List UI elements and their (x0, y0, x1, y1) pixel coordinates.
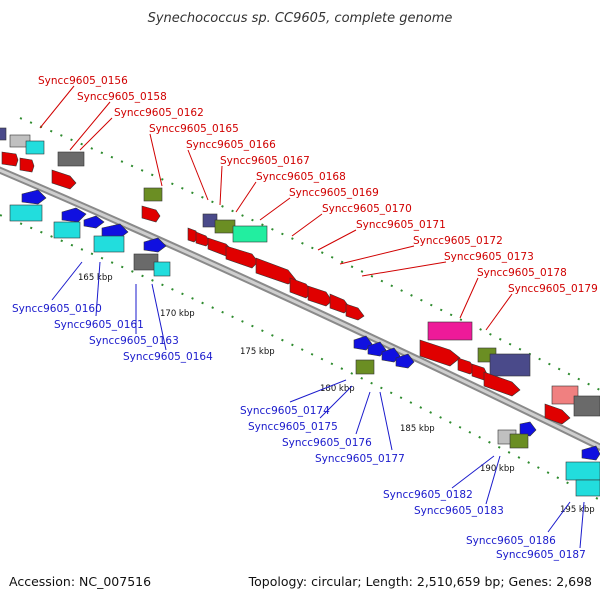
scale-tick-label: 170 kbp (160, 309, 195, 319)
gene-feature (21, 189, 47, 205)
gene-feature (93, 235, 125, 253)
gene-feature (581, 445, 600, 461)
gene-feature (565, 461, 600, 481)
gene-feature (9, 204, 43, 222)
gene-feature (51, 169, 77, 190)
reverse-gene-labels (51, 261, 585, 549)
gene-feature (427, 321, 473, 341)
forward-gene-label: Syncc9605_0162 (114, 107, 204, 119)
reverse-gene-label: Syncc9605_0177 (315, 453, 405, 465)
gene-feature (551, 385, 579, 405)
reverse-gene-label: Syncc9605_0175 (248, 421, 338, 433)
scale-tick-label: 185 kbp (400, 424, 435, 434)
forward-gene-label: Syncc9605_0173 (444, 251, 534, 263)
gene-feature (141, 205, 161, 223)
forward-gene-label: Syncc9605_0171 (356, 219, 446, 231)
forward-strand-genes (0, 127, 600, 425)
forward-gene-label: Syncc9605_0178 (477, 267, 567, 279)
gene-feature (519, 421, 537, 437)
forward-gene-label: Syncc9605_0166 (186, 139, 276, 151)
scale-tick-label: 190 kbp (480, 464, 515, 474)
gene-feature (395, 353, 415, 369)
scale-ticks: 165 kbp 170 kbp 175 kbp 180 kbp 185 kbp … (78, 273, 595, 515)
forward-gene-label: Syncc9605_0172 (413, 235, 503, 247)
reverse-gene-label: Syncc9605_0187 (496, 549, 586, 561)
gene-feature (143, 187, 163, 202)
gene-feature (61, 207, 87, 223)
forward-gene-label: Syncc9605_0170 (322, 203, 412, 215)
gene-feature (83, 215, 105, 229)
gene-feature (225, 245, 259, 269)
gene-feature (573, 395, 600, 417)
genome-stats-text: Topology: circular; Length: 2,510,659 bp… (248, 574, 592, 589)
forward-gene-label: Syncc9605_0156 (38, 75, 128, 87)
gene-feature (419, 339, 461, 367)
gene-feature (25, 140, 45, 155)
scale-tick-label: 175 kbp (240, 347, 275, 357)
gene-feature (483, 371, 521, 397)
reverse-gene-label: Syncc9605_0161 (54, 319, 144, 331)
reverse-gene-label: Syncc9605_0183 (414, 505, 504, 517)
gene-feature (53, 221, 81, 239)
gene-feature (489, 353, 531, 377)
scale-tick-label: 180 kbp (320, 384, 355, 394)
forward-gene-label: Syncc9605_0168 (256, 171, 346, 183)
gene-feature (355, 359, 375, 375)
reverse-gene-label: Syncc9605_0160 (12, 303, 102, 315)
genome-backbone (0, 166, 600, 451)
forward-gene-labels (39, 85, 513, 331)
gene-feature (1, 151, 19, 167)
gene-feature (509, 433, 529, 449)
gene-feature (143, 237, 167, 253)
forward-gene-label: Syncc9605_0169 (289, 187, 379, 199)
reverse-gene-label: Syncc9605_0174 (240, 405, 330, 417)
reverse-gene-label: Syncc9605_0182 (383, 489, 473, 501)
scale-tick-label: 195 kbp (560, 505, 595, 515)
forward-gene-label: Syncc9605_0158 (77, 91, 167, 103)
forward-gene-label: Syncc9605_0167 (220, 155, 310, 167)
gene-feature (345, 303, 365, 321)
gene-feature (307, 285, 333, 307)
accession-text: Accession: NC_007516 (9, 574, 151, 589)
reverse-gene-label: Syncc9605_0163 (89, 335, 179, 347)
gene-feature (214, 219, 236, 234)
reverse-strand-genes (9, 189, 600, 497)
gene-feature (101, 223, 129, 239)
gene-feature (57, 151, 85, 167)
gene-feature (232, 225, 268, 243)
forward-gene-label: Syncc9605_0165 (149, 123, 239, 135)
gene-feature (153, 261, 171, 277)
forward-gene-label: Syncc9605_0179 (508, 283, 598, 295)
reverse-gene-label: Syncc9605_0164 (123, 351, 213, 363)
gene-feature (544, 403, 571, 425)
scale-tick-label: 165 kbp (78, 273, 113, 283)
map-title: Synechococcus sp. CC9605, complete genom… (148, 11, 453, 26)
reverse-gene-label: Syncc9605_0176 (282, 437, 372, 449)
gene-feature (19, 157, 35, 173)
gene-feature (575, 479, 600, 497)
gene-feature (0, 127, 7, 141)
reverse-gene-label: Syncc9605_0186 (466, 535, 556, 547)
